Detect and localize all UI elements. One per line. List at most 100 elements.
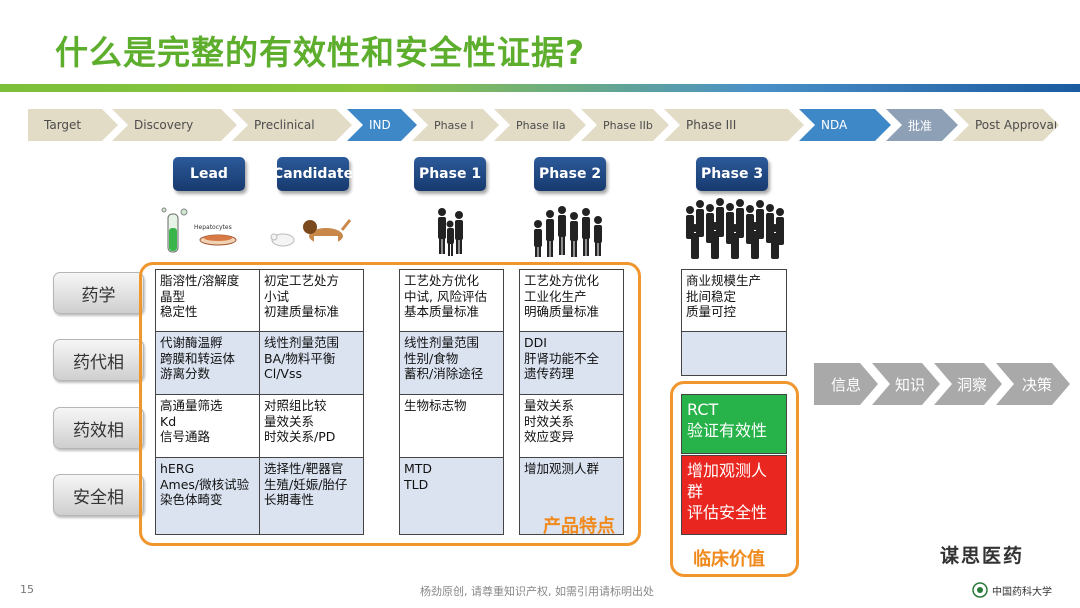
cell-line: 线性剂量范围 <box>404 335 480 350</box>
cell-line: 生物标志物 <box>404 398 467 413</box>
cell-line: 肝肾功能不全 <box>524 350 600 366</box>
cell-line: 初定工艺处方 <box>264 273 340 288</box>
stage-phase-i: Phase I <box>412 109 499 141</box>
cell-line: 高通量筛选 <box>160 398 223 413</box>
cell-lead-pk: 代谢酶温孵跨膜和转运体游离分数 <box>155 331 260 395</box>
cell-line: 评估安全性 <box>687 503 768 522</box>
university-logo: 中国药科大学 <box>972 582 1052 598</box>
cell-line: 明确质量标准 <box>524 304 600 319</box>
cell-line: DDI <box>524 335 547 350</box>
cell-line: MTD <box>404 461 433 476</box>
brand-logo: 谋思医药 <box>940 545 1025 567</box>
cell-line: 基本质量标准 <box>404 304 480 319</box>
row-label-pharmacokinetics: 药代相 <box>53 339 144 381</box>
phase3-crowd-icon <box>686 198 784 259</box>
cell-line: 验证有效性 <box>687 421 768 440</box>
cell-phase2-pd: 量效关系时效关系效应变异 <box>519 394 624 458</box>
row-label-pharmacodynamics: 药效相 <box>53 407 144 449</box>
stage-phase-iib: Phase IIb <box>581 109 669 141</box>
page-number: 15 <box>20 583 34 596</box>
cell-line: 对照组比较 <box>264 398 327 413</box>
phase-button-phase1: Phase 1 <box>414 157 486 191</box>
phase2-people-icon <box>534 206 602 257</box>
cell-line: 跨膜和转运体 <box>160 350 236 366</box>
cell-phase3-rct: RCT 验证有效性 <box>681 394 787 454</box>
cell-line: 长期毒性 <box>264 492 315 507</box>
cell-line: 初建质量标准 <box>264 304 340 319</box>
cell-line: 商业规模生产 <box>686 273 762 288</box>
university-emblem-icon <box>972 582 988 598</box>
cell-line: 选择性/靶器官 <box>264 461 344 476</box>
clinical-value-label: 临床价值 <box>693 549 765 570</box>
flow-decision: 决策 <box>996 363 1070 405</box>
product-features-label: 产品特点 <box>543 516 615 537</box>
cell-phase2-pharmaceutics: 工艺处方优化工业化生产明确质量标准 <box>519 269 624 332</box>
cell-line: 脂溶性/溶解度 <box>160 273 240 288</box>
cell-line: hERG <box>160 461 195 476</box>
cell-line: 工艺处方优化 <box>404 273 480 288</box>
flow-insight: 洞察 <box>934 363 1002 405</box>
stage-target: Target <box>28 109 118 141</box>
cell-line: 量效关系 <box>264 413 315 429</box>
cell-line: 批间稳定 <box>686 288 737 304</box>
cell-candidate-pharmaceutics: 初定工艺处方小试初建质量标准 <box>259 269 364 332</box>
cell-line: 晶型 <box>160 288 186 304</box>
cell-phase3-safety: 增加观测人群评估安全性 <box>681 455 787 535</box>
cell-line: 增加观测人群 <box>524 461 600 476</box>
cell-line: 游离分数 <box>160 366 211 381</box>
cell-line: Kd <box>160 413 177 429</box>
stage-preclinical: Preclinical <box>232 109 352 141</box>
stage-post-approval: Post Approval <box>953 109 1059 141</box>
stage-phase-iia: Phase IIa <box>494 109 586 141</box>
hepatocytes-label: Hepatocytes <box>194 224 232 231</box>
stage-nda: NDA <box>799 109 891 141</box>
cell-line: 量效关系 <box>524 398 575 413</box>
cell-lead-pharmaceutics: 脂溶性/溶解度晶型稳定性 <box>155 269 260 332</box>
stage-discovery: Discovery <box>112 109 237 141</box>
stage-ind: IND <box>347 109 417 141</box>
cell-line: 质量可控 <box>686 304 737 319</box>
phase-button-candidate: Candidate <box>273 157 353 191</box>
cell-phase1-pk: 线性剂量范围性别/食物蓄积/消除途径 <box>399 331 504 395</box>
page-title: 什么是完整的有效性和安全性证据? <box>55 33 586 72</box>
cell-line: Ames/微核试验 <box>160 476 250 492</box>
row-label-pharmaceutics: 药学 <box>53 272 144 314</box>
cell-line: 生殖/妊娠/胎仔 <box>264 476 348 492</box>
product-features-box <box>139 262 641 546</box>
cell-line: 时效关系/PD <box>264 429 336 444</box>
lab-test-tube-icon <box>161 207 237 253</box>
cell-line: 工业化生产 <box>524 288 587 304</box>
cell-phase3-pharmaceutics: 商业规模生产批间稳定质量可控 <box>681 269 787 332</box>
title-divider <box>0 84 1080 92</box>
cell-phase2-safety: 增加观测人群 <box>519 457 624 535</box>
stage-approval: 批准 <box>886 109 958 141</box>
cell-line: 代谢酶温孵 <box>160 335 223 350</box>
cell-line: 线性剂量范围 <box>264 335 340 350</box>
cell-phase1-pharmaceutics: 工艺处方优化中试, 风险评估基本质量标准 <box>399 269 504 332</box>
cell-line: BA/物料平衡 <box>264 350 336 366</box>
stage-phase-iii: Phase III <box>664 109 804 141</box>
phase-button-phase3: Phase 3 <box>696 157 768 191</box>
cell-line: 中试, 风险评估 <box>404 288 487 304</box>
phase-button-phase2: Phase 2 <box>534 157 606 191</box>
cell-line: 遗传药理 <box>524 366 575 381</box>
cell-line: 稳定性 <box>160 304 198 319</box>
clinical-value-box <box>670 381 799 577</box>
flow-knowledge: 知识 <box>872 363 940 405</box>
cell-line: 工艺处方优化 <box>524 273 600 288</box>
cell-line: 信号通路 <box>160 429 211 444</box>
cell-line: 效应变异 <box>524 429 575 444</box>
row-label-safety: 安全相 <box>53 474 144 516</box>
cell-line: RCT <box>687 400 719 419</box>
cell-line: TLD <box>404 476 429 492</box>
cell-candidate-pd: 对照组比较量效关系时效关系/PD <box>259 394 364 458</box>
cell-phase1-pd: 生物标志物 <box>399 394 504 458</box>
cell-phase3-pk <box>681 331 787 376</box>
cell-line: 小试 <box>264 288 290 304</box>
cell-line: 时效关系 <box>524 413 575 429</box>
